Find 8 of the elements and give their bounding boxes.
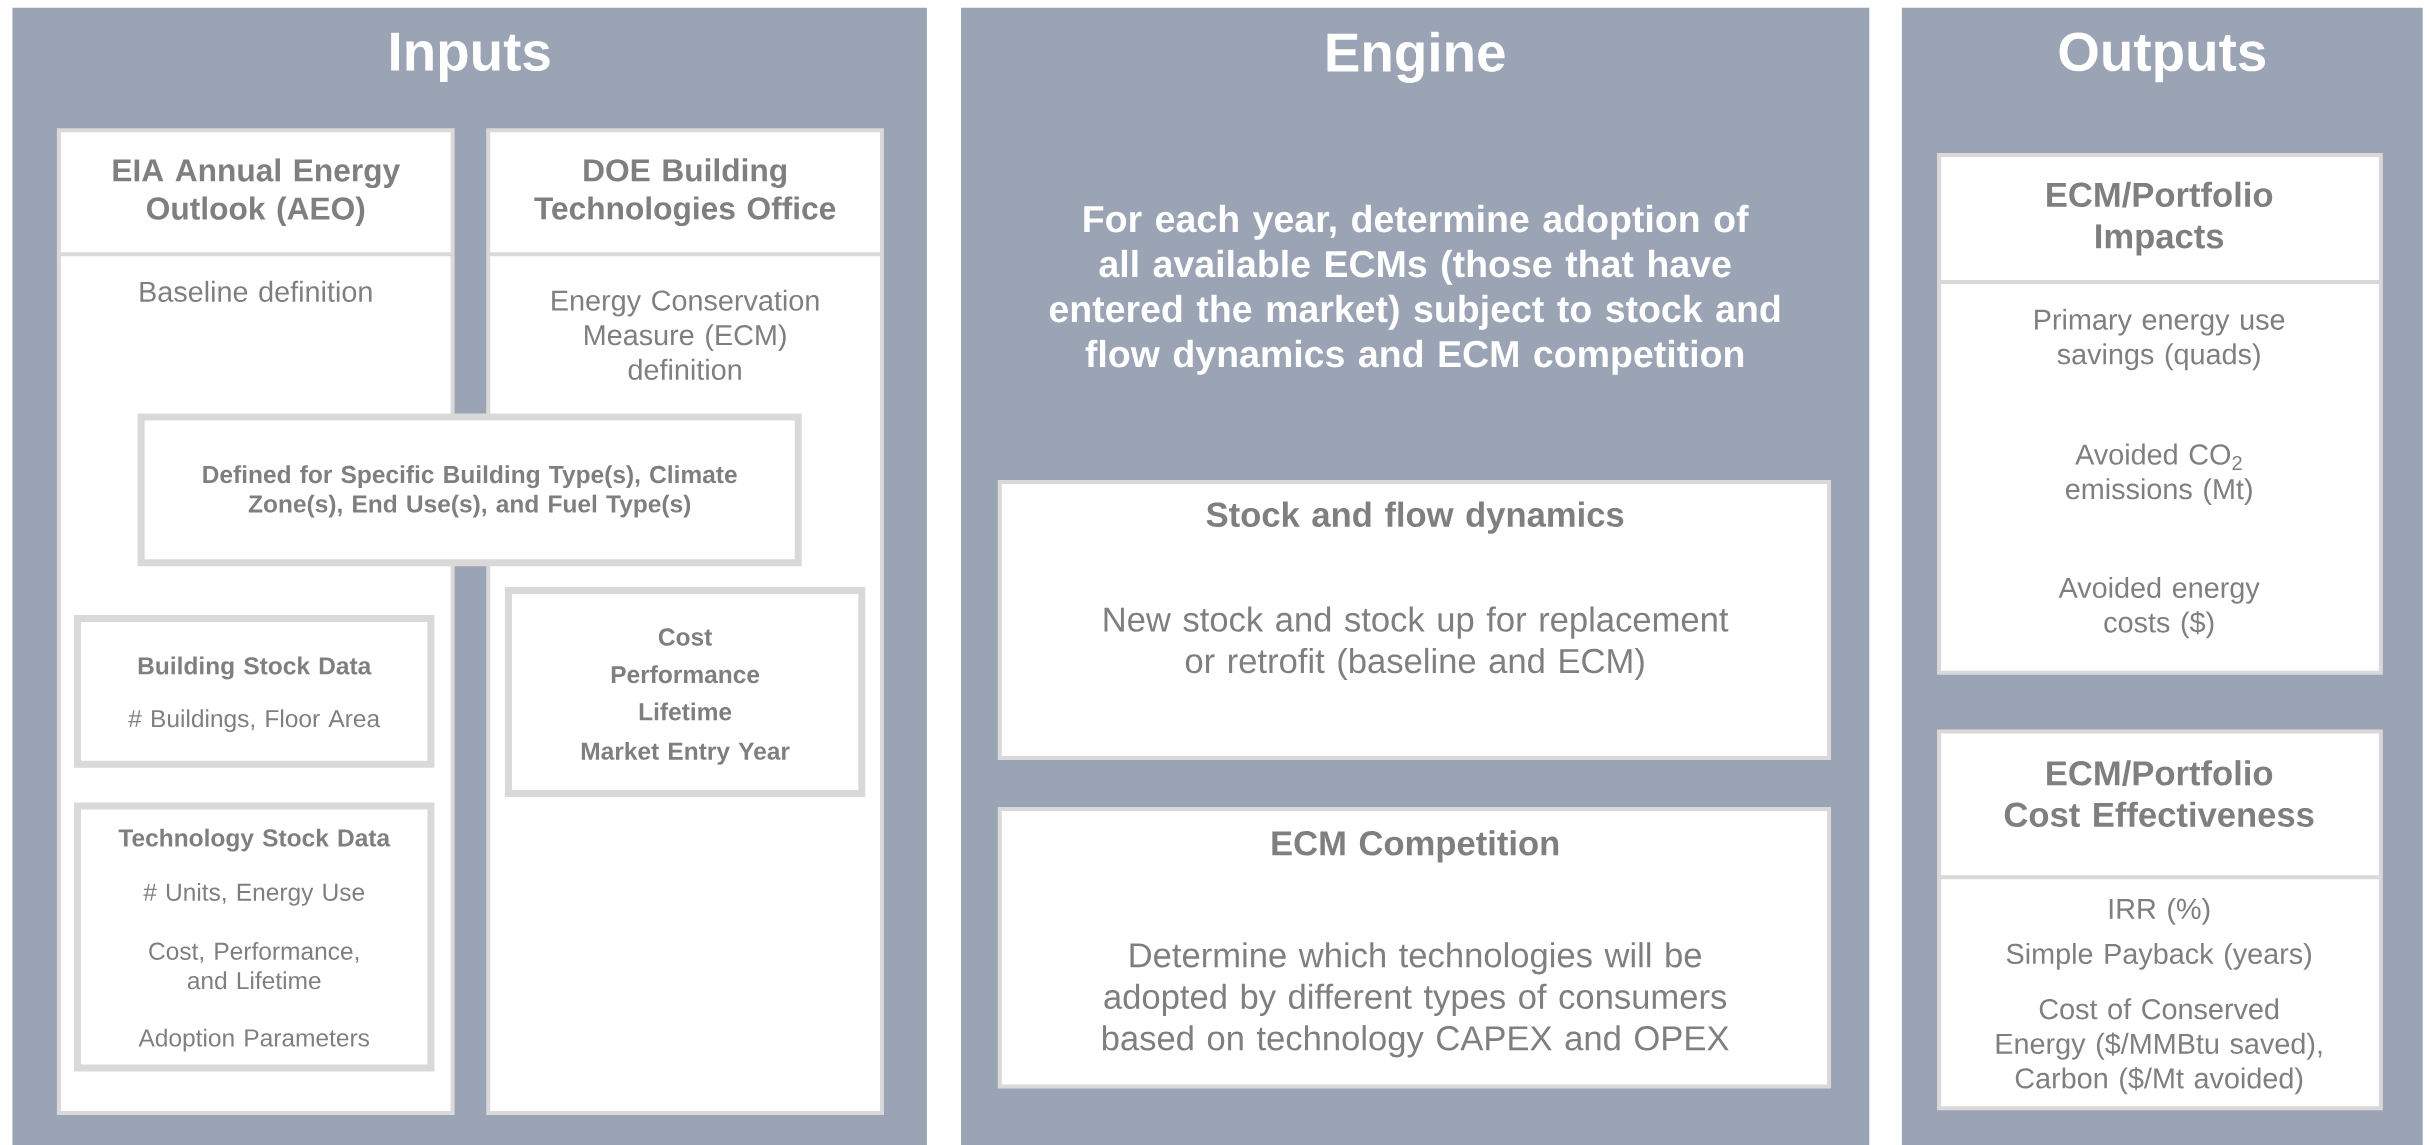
process-box: Stock and flow dynamics New stock and stock up for replacement or retrofit (baseline and ECM) <box>997 480 1831 760</box>
source-box: ECM/Portfolio Impacts Primary energy use savings (quads) Avoided CO$_{2}$ emissions (Mt) Avoided energy costs ($) <box>1937 153 2383 675</box>
data-box: Defined for Specific Building Type(s), Climate Zone(s), End Use(s), and Fuel Type(s) <box>137 413 802 567</box>
data-box: Technology Stock Data # Units, Energy Use Cost, Performance, and Lifetime Adoption Parameters <box>74 802 435 1072</box>
data-box: Building Stock Data # Buildings, Floor Area <box>74 614 435 768</box>
source-box: ECM/Portfolio Cost Effectiveness IRR (%) Simple Payback (years) Cost of Conserved Energy ($/MMBtu saved), Carbon ($/Mt avoided) <box>1937 729 2383 1111</box>
data-box: Cost Performance Lifetime Market Entry Year <box>504 587 866 798</box>
process-box: ECM Competition Determine which technologies will be adopted by different types of consumers based on technology CAPEX and OPEX <box>997 807 1831 1089</box>
